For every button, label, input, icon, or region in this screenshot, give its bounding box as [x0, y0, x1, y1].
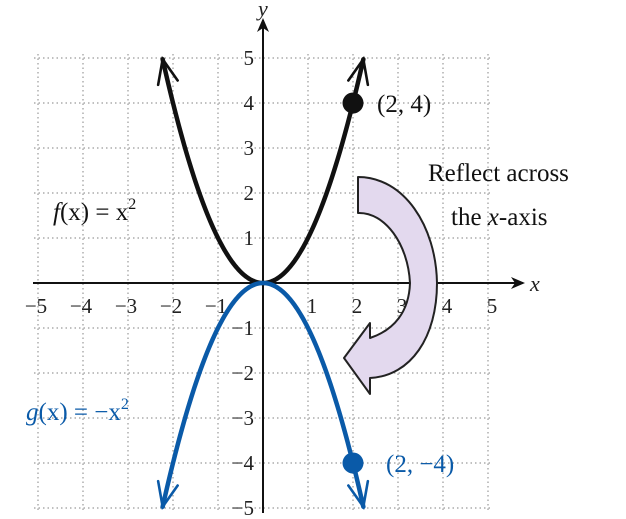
- f-label-sup: 2: [128, 196, 136, 213]
- point-marker: [342, 92, 364, 114]
- x-tick-label: 3: [397, 294, 408, 318]
- g-label: g(x) = −x2: [26, 396, 129, 426]
- f-label-arg: (x) = x: [60, 199, 129, 226]
- x-tick-label: 4: [442, 294, 453, 318]
- reflect-line-1: Reflect across: [428, 160, 569, 187]
- x-tick-label: −2: [160, 294, 182, 318]
- y-tick-label: 5: [244, 46, 255, 70]
- y-tick-label: 3: [244, 136, 255, 160]
- f-label: f(x) = x2: [53, 196, 136, 226]
- x-tick-label: 5: [487, 294, 498, 318]
- f-label-prefix: f: [53, 199, 63, 226]
- g-label-prefix: g: [26, 399, 39, 426]
- x-tick-label: −5: [25, 294, 47, 318]
- function-curves: [156, 55, 370, 511]
- g-label-arg: (x) = −x: [39, 399, 122, 426]
- reflect-line-2: the x-axis: [451, 204, 548, 231]
- reflect-line-2-suffix: -axis: [499, 204, 548, 231]
- g-label-sup: 2: [121, 396, 129, 413]
- axes: x y: [33, 0, 540, 513]
- labeled-points: (2, 4) (2, −4): [342, 91, 454, 478]
- g-curve-arrowhead: [347, 479, 370, 511]
- x-tick-label: −4: [70, 294, 93, 318]
- y-tick-label: 2: [244, 181, 255, 205]
- g-curve-arrowhead: [156, 479, 179, 511]
- reflect-line-2-var: x: [487, 204, 499, 231]
- y-tick-label: −3: [232, 406, 254, 430]
- g-curve: [160, 280, 366, 510]
- reflection-arrow-shape: [343, 176, 438, 395]
- reflection-arrow: [343, 176, 438, 395]
- point-marker: [342, 452, 364, 474]
- tick-labels: −5 −4 −3 −2 −1 1 2 3 4 5 5 4 3 2 1 −1 −2 −3 −4 −5: [25, 46, 497, 519]
- y-tick-label: −5: [232, 496, 254, 519]
- point-label: (2, 4): [377, 91, 431, 118]
- point-label: (2, −4): [386, 451, 454, 478]
- y-tick-label: −1: [232, 316, 254, 340]
- y-axis-label: y: [256, 0, 268, 21]
- x-tick-label: 1: [307, 294, 318, 318]
- x-tick-label: 2: [352, 294, 363, 318]
- x-axis-label: x: [529, 271, 540, 296]
- y-tick-label: 1: [244, 226, 255, 250]
- f-curve-arrowhead: [156, 55, 179, 87]
- f-curve-arrowhead: [347, 55, 370, 87]
- y-tick-label: −2: [232, 361, 254, 385]
- x-tick-label: −3: [115, 294, 137, 318]
- y-tick-label: −4: [232, 451, 255, 475]
- x-tick-label: −1: [205, 294, 227, 318]
- y-tick-label: 4: [244, 91, 255, 115]
- reflect-line-2-prefix: the: [451, 204, 488, 231]
